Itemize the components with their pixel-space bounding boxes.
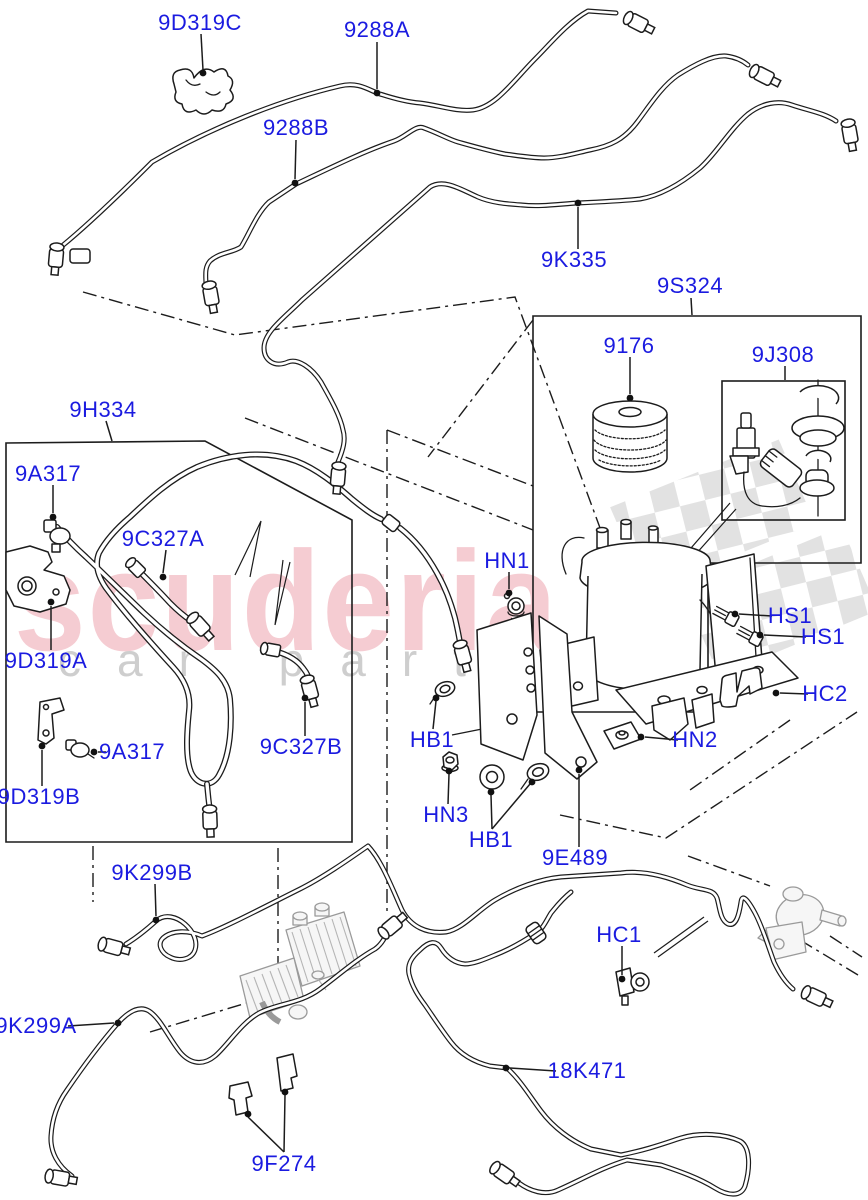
part-label-9D319A-11: 9D319A xyxy=(4,648,88,673)
pipe-9288A xyxy=(62,11,616,246)
part-label-9F274-27: 9F274 xyxy=(251,1151,317,1176)
box-9J308 xyxy=(721,380,846,521)
part-label-9C327A-9: 9C327A xyxy=(121,526,205,551)
part-label-HC2-14: HC2 xyxy=(802,681,848,706)
part-label-9A317-16: 9A317 xyxy=(98,739,166,764)
part-label-9K335-3: 9K335 xyxy=(540,247,608,272)
part-label-9A317-8: 9A317 xyxy=(14,461,82,486)
phantom-lines xyxy=(82,291,863,1033)
part-label-9288B-2: 9288B xyxy=(262,115,330,140)
part-label-HN3-20: HN3 xyxy=(423,802,469,827)
part-label-HS1-13: HS1 xyxy=(800,624,846,649)
valve-9A317-upper xyxy=(43,519,71,553)
valve-9A317-lower xyxy=(65,739,95,759)
part-label-9D319C-0: 9D319C xyxy=(158,10,242,35)
nut-HN1 xyxy=(507,597,525,617)
pipe-18K471 xyxy=(409,892,749,1194)
part-label-9J308-6: 9J308 xyxy=(751,342,815,367)
part-label-9C327B-15: 9C327B xyxy=(259,734,343,759)
clips-9F274 xyxy=(228,1053,298,1116)
leader-lines xyxy=(38,33,809,1153)
box-9H334 xyxy=(5,440,353,843)
part-label-9288A-1: 9288A xyxy=(343,17,411,42)
shield-plates xyxy=(476,592,598,780)
pipe-9288B xyxy=(206,56,748,286)
pipe-fittings xyxy=(44,10,859,1188)
part-label-9K299B-23: 9K299B xyxy=(111,860,193,885)
part-label-9H334-7: 9H334 xyxy=(69,397,137,422)
part-label-9S324-4: 9S324 xyxy=(656,273,724,298)
ghost-fuel-cooler xyxy=(239,902,361,1025)
bolt-HB1-b xyxy=(520,762,550,790)
nut-HN2 xyxy=(603,721,642,750)
part-label-HS1-12: HS1 xyxy=(767,603,813,628)
fuel-filter-assembly xyxy=(539,518,799,741)
part-label-9D319B-19: 9D319B xyxy=(0,784,81,809)
part-label-18K471-26: 18K471 xyxy=(547,1058,627,1083)
bracket-9D319B xyxy=(37,697,65,745)
part-label-HN2-17: HN2 xyxy=(672,727,718,752)
part-label-HB1-18: HB1 xyxy=(409,727,455,752)
part-label-9176-5: 9176 xyxy=(603,333,655,358)
part-label-HC1-24: HC1 xyxy=(596,922,642,947)
bracket-9D319A xyxy=(5,545,71,613)
washer-HB1 xyxy=(479,764,505,790)
part-label-9K299A-25: 9K299A xyxy=(0,1013,77,1038)
part-label-HN1-10: HN1 xyxy=(484,548,530,573)
part-label-9E489-22: 9E489 xyxy=(541,845,609,870)
clip-HC1 xyxy=(615,967,650,1006)
bolt-HB1-a xyxy=(429,680,456,705)
sensor-kit-9J308 xyxy=(729,379,845,517)
pipe-9K299B xyxy=(126,846,793,989)
ghost-fuel-pump xyxy=(757,886,847,961)
part-label-HB1-21: HB1 xyxy=(468,827,514,852)
filter-element-9176 xyxy=(592,400,668,473)
clip-HC2 xyxy=(719,667,763,708)
clip-9D319C xyxy=(172,68,234,115)
